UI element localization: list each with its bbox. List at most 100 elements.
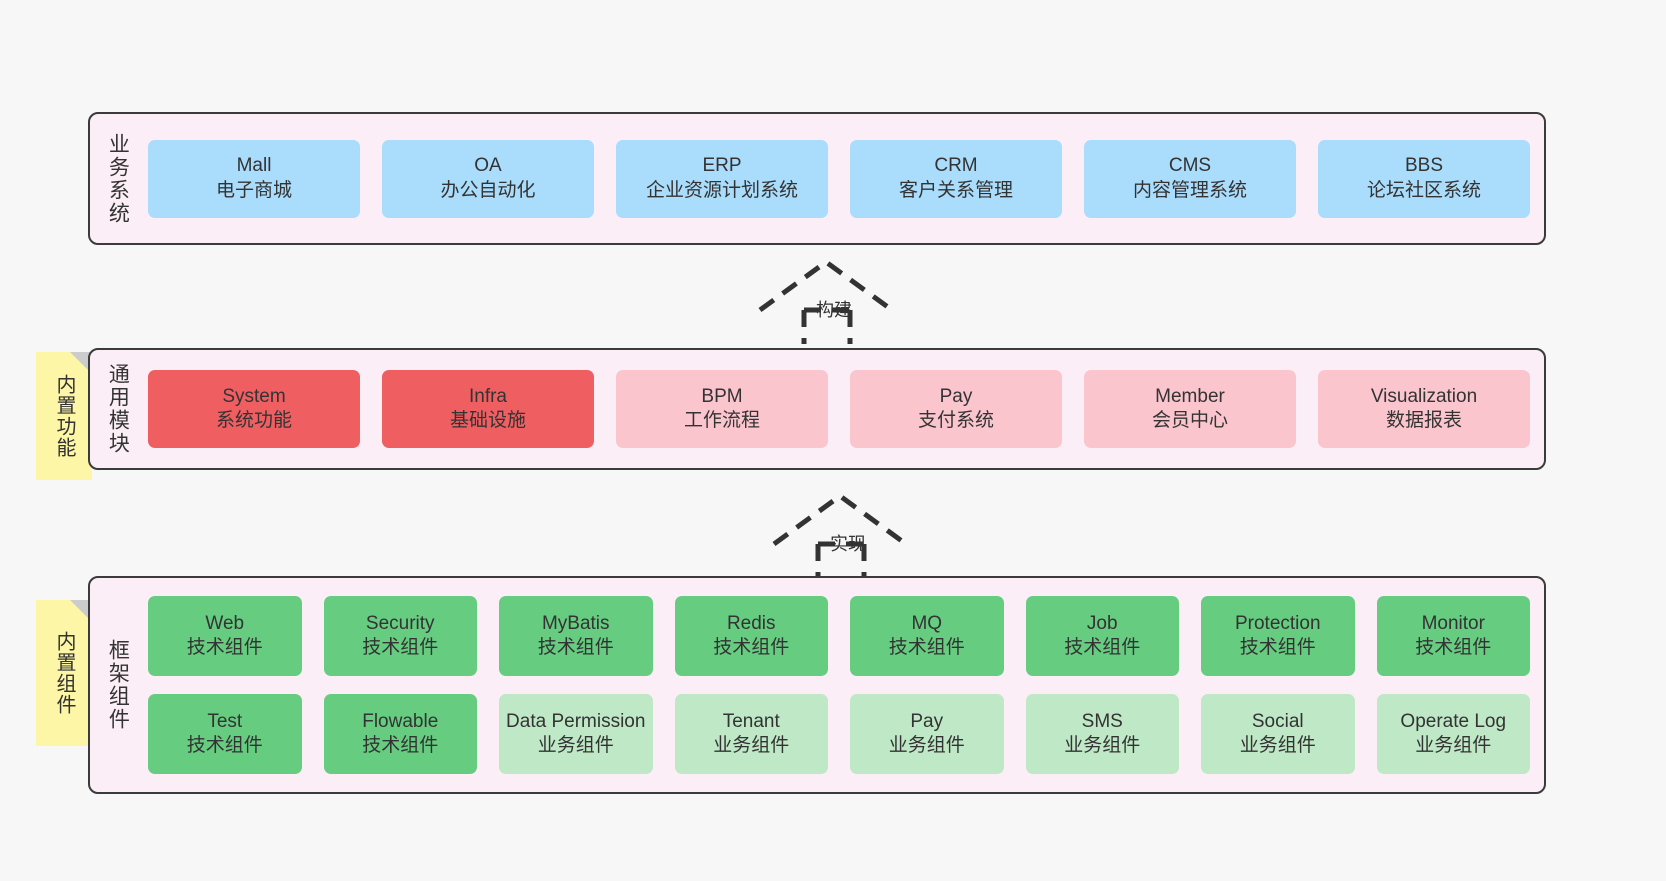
node-row: Mall 电子商城 OA 办公自动化 ERP 企业资源计划系统 CRM 客户关系… <box>148 139 1530 218</box>
node-tenant[interactable]: Tenant 业务组件 <box>674 694 828 774</box>
node-label-cn: 业务组件 <box>537 735 614 756</box>
node-monitor[interactable]: Monitor 技术组件 <box>1376 596 1530 676</box>
node-label-cn: 客户关系管理 <box>898 179 1013 201</box>
layer-title-framework-component: 框架组件 <box>106 639 130 731</box>
node-label-cn: 技术组件 <box>186 735 263 756</box>
node-row: Test 技术组件 Flowable 技术组件 Data Permission … <box>148 694 1530 774</box>
node-label-en: BBS <box>1404 155 1444 177</box>
node-redis[interactable]: Redis 技术组件 <box>674 596 828 676</box>
layer-title-business-system: 业务系统 <box>106 132 130 225</box>
node-label-cn: 数据报表 <box>1385 410 1462 431</box>
node-flowable[interactable]: Flowable 技术组件 <box>323 694 477 774</box>
node-pay[interactable]: Pay 支付系统 <box>850 370 1062 448</box>
node-label-en: BPM <box>701 385 743 407</box>
node-label-en: Infra <box>468 385 508 407</box>
node-label-en: Tenant <box>722 710 780 732</box>
node-mall[interactable]: Mall 电子商城 <box>148 139 360 218</box>
node-label-cn: 技术组件 <box>1064 637 1141 658</box>
node-cms[interactable]: CMS 内容管理系统 <box>1084 139 1296 218</box>
note-builtin-function: 内置功能 <box>36 352 92 480</box>
node-label-en: SMS <box>1081 710 1123 732</box>
layer-business-system: 业务系统 Mall 电子商城 OA 办公自动化 ERP 企业资源计划系统 CRM… <box>88 112 1546 245</box>
node-row: System 系统功能 Infra 基础设施 BPM 工作流程 Pay 支付系统… <box>148 370 1530 448</box>
node-label-en: Visualization <box>1370 385 1478 407</box>
node-label-cn: 技术组件 <box>362 735 439 756</box>
node-erp[interactable]: ERP 企业资源计划系统 <box>616 139 828 218</box>
layer-framework-component: 框架组件 Web 技术组件 Security 技术组件 MyBatis 技术组件… <box>88 576 1546 794</box>
node-label-cn: 论坛社区系统 <box>1366 179 1481 201</box>
node-label-en: Data Permission <box>506 710 646 732</box>
node-label-en: Mall <box>236 155 272 177</box>
node-label-en: Pay <box>910 710 944 732</box>
node-operate-log[interactable]: Operate Log 业务组件 <box>1376 694 1530 774</box>
node-label-en: MyBatis <box>541 612 610 634</box>
node-web[interactable]: Web 技术组件 <box>148 596 302 676</box>
node-system[interactable]: System 系统功能 <box>148 370 360 448</box>
node-label-en: Member <box>1155 385 1225 407</box>
note-label: 内置组件 <box>53 631 75 715</box>
node-label-cn: 技术组件 <box>537 637 614 658</box>
arrow-realize: 实现 <box>772 492 922 578</box>
node-label-en: Security <box>365 612 435 634</box>
node-bpm[interactable]: BPM 工作流程 <box>616 370 828 448</box>
node-bbs[interactable]: BBS 论坛社区系统 <box>1318 139 1530 218</box>
node-security[interactable]: Security 技术组件 <box>323 596 477 676</box>
node-label-cn: 内容管理系统 <box>1132 179 1247 201</box>
node-label-en: MQ <box>911 612 943 634</box>
layer-body-common-module: System 系统功能 Infra 基础设施 BPM 工作流程 Pay 支付系统… <box>144 350 1544 468</box>
folded-corner-icon <box>70 352 92 374</box>
node-label-cn: 技术组件 <box>1415 637 1492 658</box>
node-label-cn: 工作流程 <box>683 410 760 431</box>
node-label-en: System <box>222 385 286 407</box>
node-label-en: Redis <box>726 612 776 634</box>
node-social[interactable]: Social 业务组件 <box>1201 694 1355 774</box>
node-mq[interactable]: MQ 技术组件 <box>850 596 1004 676</box>
arrow-stem-dashed <box>815 541 867 578</box>
node-label-en: Job <box>1086 612 1118 634</box>
layer-title-common-module: 通用模块 <box>106 363 130 455</box>
folded-corner-icon <box>70 600 92 622</box>
node-label-en: Test <box>207 710 243 732</box>
note-label: 内置功能 <box>53 374 75 458</box>
node-label-en: Protection <box>1234 612 1321 634</box>
note-builtin-component: 内置组件 <box>36 600 92 746</box>
node-label-en: Operate Log <box>1400 710 1507 732</box>
node-member[interactable]: Member 会员中心 <box>1084 370 1296 448</box>
node-label-en: Pay <box>939 385 973 407</box>
node-label-cn: 技术组件 <box>1239 637 1316 658</box>
node-infra[interactable]: Infra 基础设施 <box>382 370 594 448</box>
node-label-cn: 业务组件 <box>1064 735 1141 756</box>
node-label-cn: 技术组件 <box>888 637 965 658</box>
node-label-en: Flowable <box>362 710 439 732</box>
node-protection[interactable]: Protection 技术组件 <box>1201 596 1355 676</box>
arrow-realize-label: 实现 <box>830 534 866 554</box>
node-label-cn: 电子商城 <box>215 179 292 201</box>
node-label-cn: 技术组件 <box>362 637 439 658</box>
node-label-cn: 办公自动化 <box>440 179 536 201</box>
node-row: Web 技术组件 Security 技术组件 MyBatis 技术组件 Redi… <box>148 596 1530 676</box>
node-label-cn: 会员中心 <box>1151 410 1228 431</box>
node-label-en: CRM <box>934 155 978 177</box>
node-label-en: ERP <box>702 155 742 177</box>
node-test[interactable]: Test 技术组件 <box>148 694 302 774</box>
node-label-en: Social <box>1251 710 1304 732</box>
node-data-permission[interactable]: Data Permission 业务组件 <box>499 694 653 774</box>
node-label-cn: 业务组件 <box>888 735 965 756</box>
node-crm[interactable]: CRM 客户关系管理 <box>850 139 1062 218</box>
node-label-cn: 业务组件 <box>1415 735 1492 756</box>
node-label-cn: 企业资源计划系统 <box>645 179 798 201</box>
layer-common-module: 通用模块 System 系统功能 Infra 基础设施 BPM 工作流程 Pay… <box>88 348 1546 470</box>
node-oa[interactable]: OA 办公自动化 <box>382 139 594 218</box>
node-label-en: OA <box>474 155 502 177</box>
layer-body-business-system: Mall 电子商城 OA 办公自动化 ERP 企业资源计划系统 CRM 客户关系… <box>144 114 1544 243</box>
node-sms[interactable]: SMS 业务组件 <box>1025 694 1179 774</box>
node-visualization[interactable]: Visualization 数据报表 <box>1318 370 1530 448</box>
node-job[interactable]: Job 技术组件 <box>1025 596 1179 676</box>
arrow-build-label: 构建 <box>816 300 852 320</box>
node-pay-component[interactable]: Pay 业务组件 <box>850 694 1004 774</box>
node-label-cn: 基础设施 <box>449 410 526 431</box>
node-label-en: Monitor <box>1421 612 1485 634</box>
arrow-build: 构建 <box>758 258 908 344</box>
node-mybatis[interactable]: MyBatis 技术组件 <box>499 596 653 676</box>
